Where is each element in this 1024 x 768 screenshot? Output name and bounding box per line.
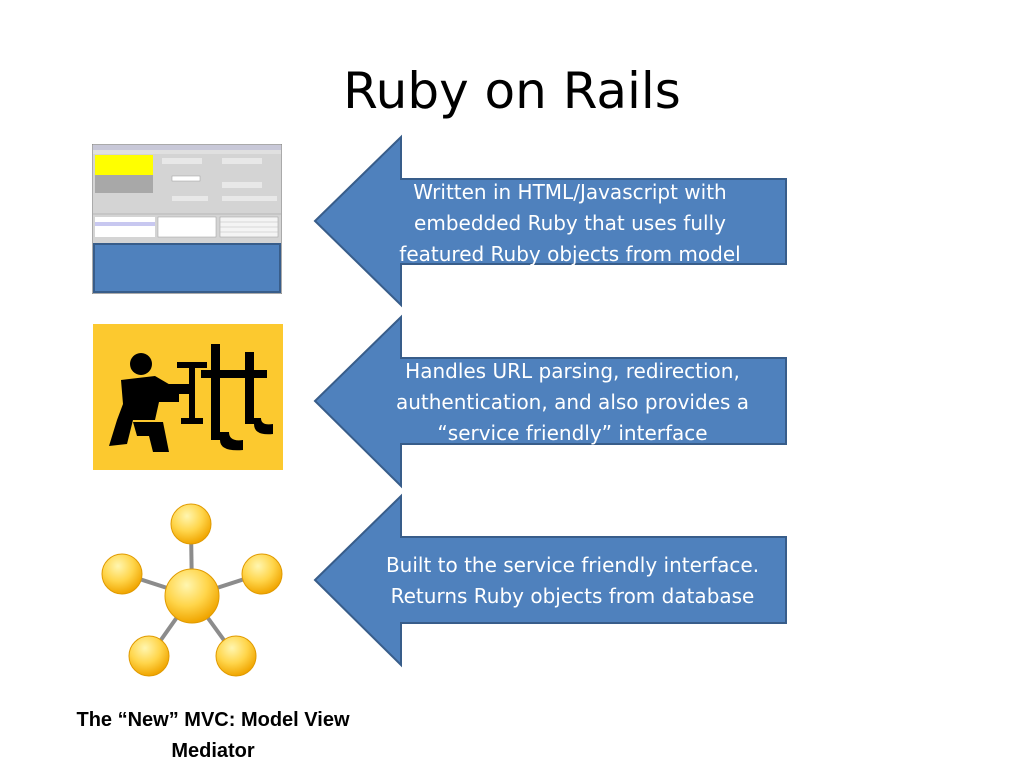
caption-line: Mediator — [171, 740, 255, 762]
arrow-text-line: Returns Ruby objects from database — [390, 584, 755, 608]
arrow-model-text: Built to the service friendly interface.… — [375, 550, 770, 612]
arrow-text-line: Handles URL parsing, redirection, — [405, 359, 740, 383]
arrow-text-line: featured Ruby objects from model — [399, 242, 741, 266]
arrow-model — [313, 493, 787, 668]
ui-screenshot-icon — [92, 144, 282, 294]
arrow-text-line: Built to the service friendly interface. — [385, 553, 760, 577]
rails-logo-icon — [93, 324, 283, 470]
slide-title: Ruby on Rails — [343, 62, 681, 120]
arrow-view-text: Written in HTML/Javascript with embedded… — [375, 177, 765, 270]
arrow-controller — [313, 314, 787, 489]
arrow-text-line: Written in HTML/Javascript with — [413, 180, 727, 204]
arrow-text-line: “service friendly” interface — [437, 421, 708, 445]
network-nodes-icon — [101, 503, 283, 677]
arrow-text-line: authentication, and also provides a — [395, 390, 750, 414]
caption-line: The “New” MVC: Model View — [76, 709, 350, 731]
arrow-controller-text: Handles URL parsing, redirection, authen… — [375, 356, 770, 449]
diagram-caption: The “New” MVC: Model View Mediator — [40, 705, 386, 767]
arrow-text-line: embedded Ruby that uses fully — [414, 211, 726, 235]
arrow-view — [313, 134, 787, 308]
